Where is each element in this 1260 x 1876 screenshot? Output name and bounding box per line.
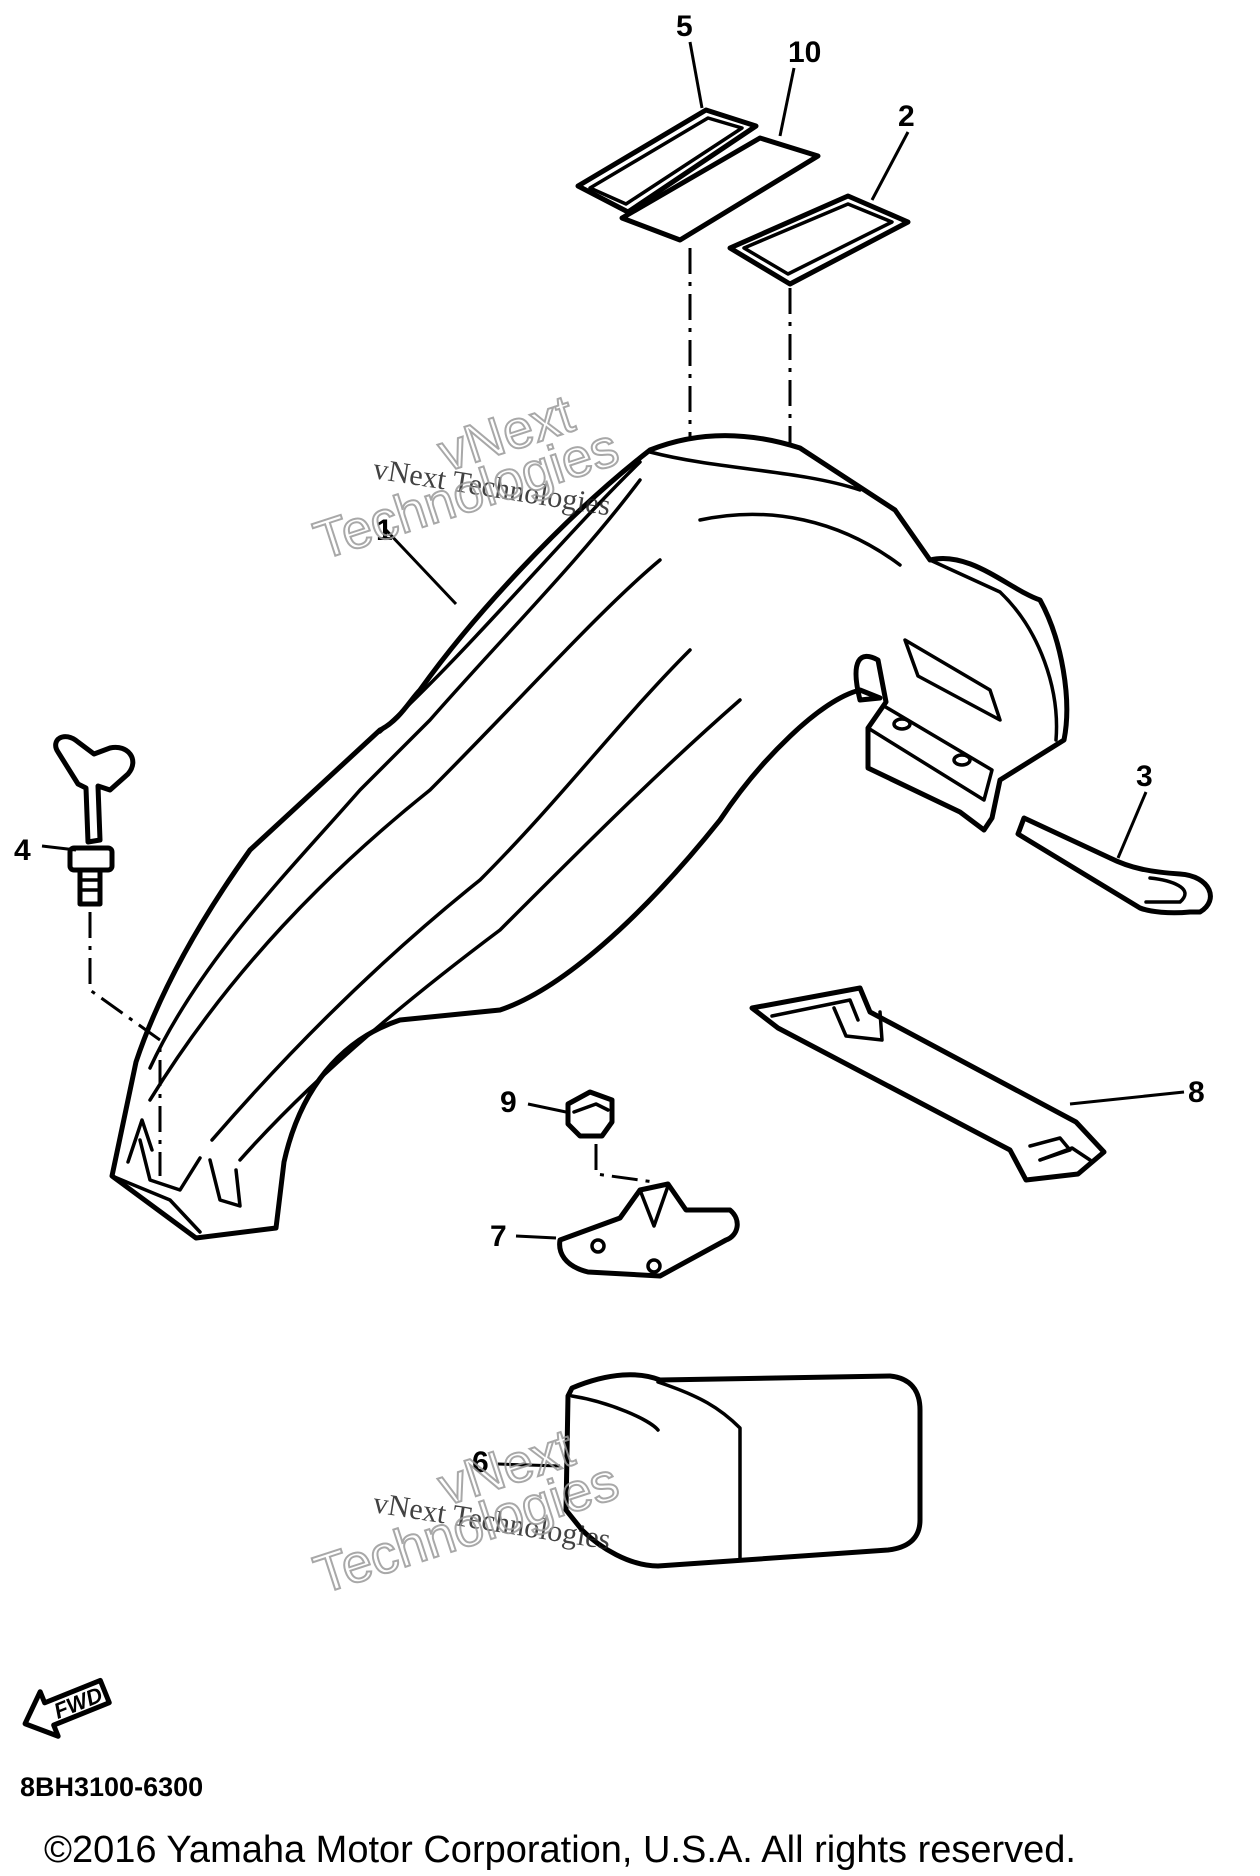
leader-9: [527, 1102, 567, 1114]
case-box[interactable]: [563, 1372, 923, 1569]
callout-3: 3: [1136, 760, 1153, 793]
label-2[interactable]: [727, 193, 911, 287]
leader-2: [870, 131, 910, 201]
label-5[interactable]: [575, 107, 759, 215]
leader-3: [1116, 791, 1148, 859]
callout-2: 2: [898, 100, 915, 133]
fwd-arrow-icon: FWD: [22, 1677, 112, 1739]
leader-6: [497, 1462, 561, 1468]
callout-8: 8: [1188, 1076, 1205, 1109]
callout-4: 4: [14, 834, 31, 867]
strap[interactable]: [749, 985, 1107, 1183]
leader-4: [41, 844, 77, 852]
leader-1: [384, 528, 458, 606]
callout-10: 10: [788, 36, 821, 69]
leader-10: [778, 67, 796, 137]
copyright: ©2016 Yamaha Motor Corporation, U.S.A. A…: [44, 1829, 1076, 1871]
nut[interactable]: [565, 1089, 615, 1139]
diagram-code: 8BH3100-6300: [20, 1772, 203, 1802]
label-10[interactable]: [619, 135, 821, 243]
bracket-plate[interactable]: [557, 1181, 740, 1279]
callout-1: 1: [376, 514, 393, 547]
wing-bolt[interactable]: [53, 734, 136, 907]
leader-5: [688, 41, 704, 109]
leader-7: [515, 1234, 557, 1240]
callout-9: 9: [500, 1086, 517, 1119]
leader-8: [1069, 1090, 1185, 1106]
fender[interactable]: [109, 433, 1070, 1241]
callout-6: 6: [472, 1446, 489, 1479]
callout-5: 5: [676, 10, 693, 43]
callout-7: 7: [490, 1220, 507, 1253]
hook-rod[interactable]: [1015, 815, 1213, 916]
centerline-bolt: [88, 912, 162, 1176]
